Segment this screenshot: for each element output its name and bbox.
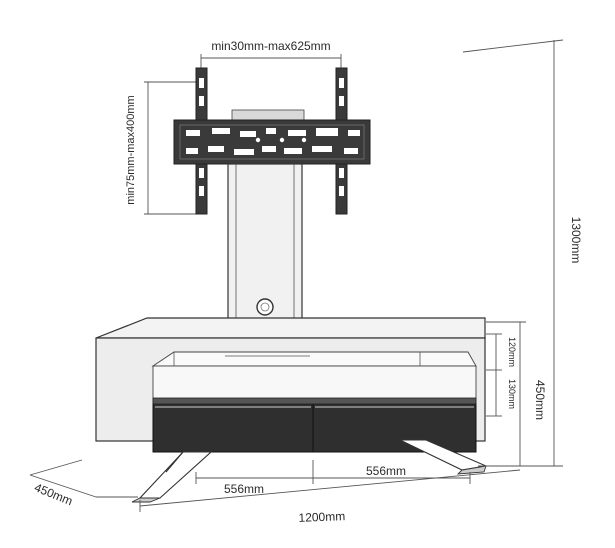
drawer-left-label: 556mm — [224, 482, 264, 496]
bracket-span-label: min30mm-max625mm — [211, 39, 330, 53]
bracket-height-dimension: min75mm-max400mm — [125, 81, 206, 215]
shelf-gap-bottom-label: 130mm — [507, 379, 517, 409]
total-height-dimension: 1300mm — [462, 39, 583, 467]
support-column — [227, 163, 303, 329]
drawers — [152, 397, 477, 453]
cabinet-height-label: 450mm — [533, 380, 547, 420]
drawer-right-label: 556mm — [366, 464, 406, 478]
bracket-height-label: min75mm-max400mm — [125, 95, 137, 204]
drawer-width-dimension: 556mm 556mm — [195, 460, 471, 496]
width-label: 1200mm — [298, 509, 345, 525]
depth-label: 450mm — [32, 480, 74, 508]
depth-dimension: 450mm — [29, 459, 138, 508]
total-height-label: 1300mm — [569, 217, 583, 264]
cabinet-legs — [131, 439, 488, 503]
shelf-gap-top-label: 120mm — [507, 337, 517, 367]
cable-hole-icon — [256, 298, 274, 316]
width-dimension: 1200mm — [139, 469, 521, 525]
shelf-gap-dimension: 120mm 130mm — [486, 333, 517, 417]
tv-bracket — [173, 67, 371, 215]
bracket-span-dimension: min30mm-max625mm — [200, 39, 342, 70]
cabinet-height-dimension: 450mm — [486, 321, 547, 466]
